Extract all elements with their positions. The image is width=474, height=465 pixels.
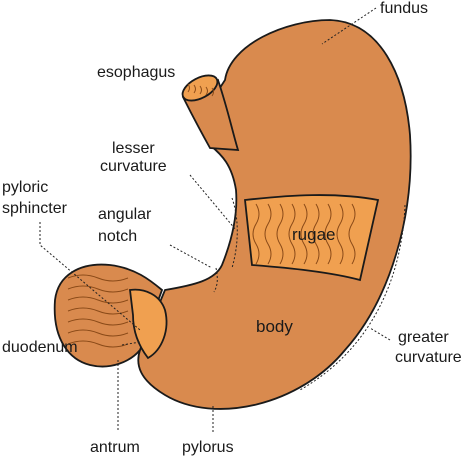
- rugae-fold: [276, 203, 284, 265]
- rugae-fold: [336, 203, 344, 265]
- angular-notch-dotted-line: [213, 267, 218, 293]
- leader-duodenum: [121, 341, 141, 346]
- label-esophagus: esophagus: [97, 64, 175, 81]
- label-lesser-curvature-2: curvature: [100, 158, 167, 175]
- rugae-fold: [252, 203, 260, 265]
- esophagus-fold: [199, 85, 202, 95]
- esophagus-mucosa-folds: [187, 83, 214, 97]
- rugae-window: [244, 194, 380, 282]
- label-greater-curvature-2: curvature: [395, 349, 462, 366]
- duodenum-fold: [67, 307, 129, 315]
- leader-angular-notch: [169, 244, 213, 269]
- esophagus-fold: [187, 83, 190, 93]
- rugae-fold: [300, 203, 308, 265]
- esophagus-opening: [181, 74, 219, 102]
- label-pyloric-sphincter-1: pyloric: [2, 179, 48, 196]
- rugae-fold: [324, 203, 332, 265]
- rugae-fold: [348, 203, 356, 265]
- esophagus-fold: [193, 84, 196, 94]
- label-pylorus: pylorus: [182, 439, 234, 456]
- rugae-fold: [288, 203, 296, 265]
- label-fundus: fundus: [380, 0, 428, 17]
- label-angular-notch-2: notch: [98, 228, 137, 245]
- leader-lesser-curvature: [189, 174, 237, 231]
- duodenum-fold: [67, 296, 129, 304]
- label-pyloric-sphincter-2: sphincter: [2, 200, 68, 217]
- label-duodenum: duodenum: [2, 339, 78, 356]
- label-antrum: antrum: [90, 439, 140, 456]
- leader-fundus: [321, 7, 377, 45]
- rugae-fold: [264, 203, 272, 265]
- esophagus-fold: [205, 86, 208, 96]
- lesser-curvature-dotted-line: [231, 197, 238, 269]
- duodenum-fold: [67, 318, 129, 326]
- duodenum-fold: [67, 329, 129, 337]
- duodenum-fold: [67, 274, 129, 282]
- label-angular-notch-1: angular: [98, 206, 152, 223]
- leader-greater-curvature: [369, 327, 391, 341]
- rugae-fold: [312, 203, 320, 265]
- duodenum-fold: [67, 285, 129, 293]
- pyloric-sphincter-shape: [129, 288, 168, 360]
- greater-curvature-dotted-line: [299, 204, 406, 391]
- label-rugae: rugae: [292, 225, 335, 244]
- label-greater-curvature-1: greater: [398, 329, 449, 346]
- label-body: body: [256, 317, 293, 336]
- duodenum-mucosa: [67, 274, 129, 348]
- rugae-folds: [252, 203, 356, 265]
- duodenum-fold: [67, 340, 129, 348]
- label-lesser-curvature-1: lesser: [112, 140, 155, 157]
- esophagus-fold: [211, 87, 214, 97]
